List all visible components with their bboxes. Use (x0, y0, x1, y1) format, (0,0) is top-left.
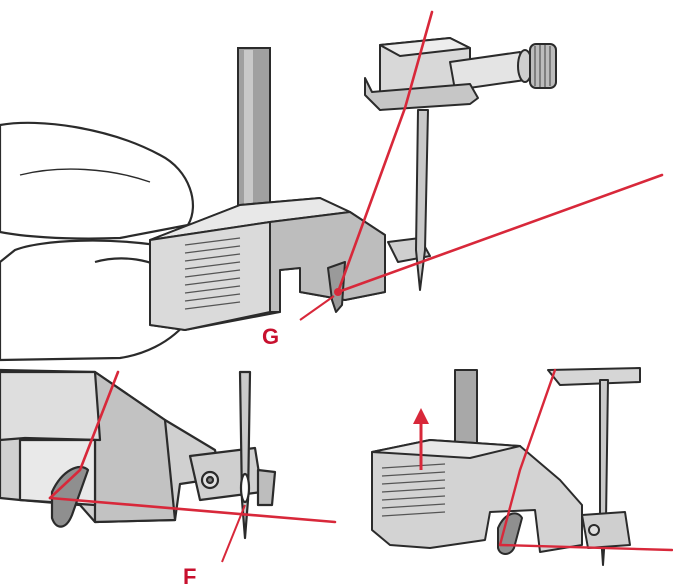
thread-lines-right (498, 368, 673, 552)
presser-foot-closeup (0, 368, 277, 540)
label-f: F (183, 564, 196, 587)
thread-guide (364, 77, 479, 111)
callout-f: F (183, 504, 246, 587)
bottom-left-panel: F (0, 368, 337, 587)
needle-clamp (364, 37, 557, 291)
hook-g-closeup (50, 465, 90, 528)
arrow-up-icon (413, 408, 429, 470)
needle-top (415, 109, 429, 291)
presser-bar (237, 47, 271, 221)
top-panel: G (0, 10, 664, 362)
thread-lines-top (336, 10, 664, 294)
grip-lines-right (381, 463, 446, 517)
panel-gap (345, 365, 355, 587)
hook-g-right (497, 512, 523, 555)
thread-lines-left (48, 370, 337, 524)
presser-foot (149, 197, 431, 331)
hand-illustration (0, 121, 200, 362)
grip-lines (184, 237, 241, 310)
thread-point-g (334, 288, 342, 296)
lifted-foot (371, 367, 641, 566)
label-g: G (262, 324, 279, 349)
bottom-right-panel (371, 367, 673, 566)
callout-g: G (262, 295, 335, 349)
hook-g (327, 261, 346, 313)
thumb-screw (529, 43, 557, 89)
